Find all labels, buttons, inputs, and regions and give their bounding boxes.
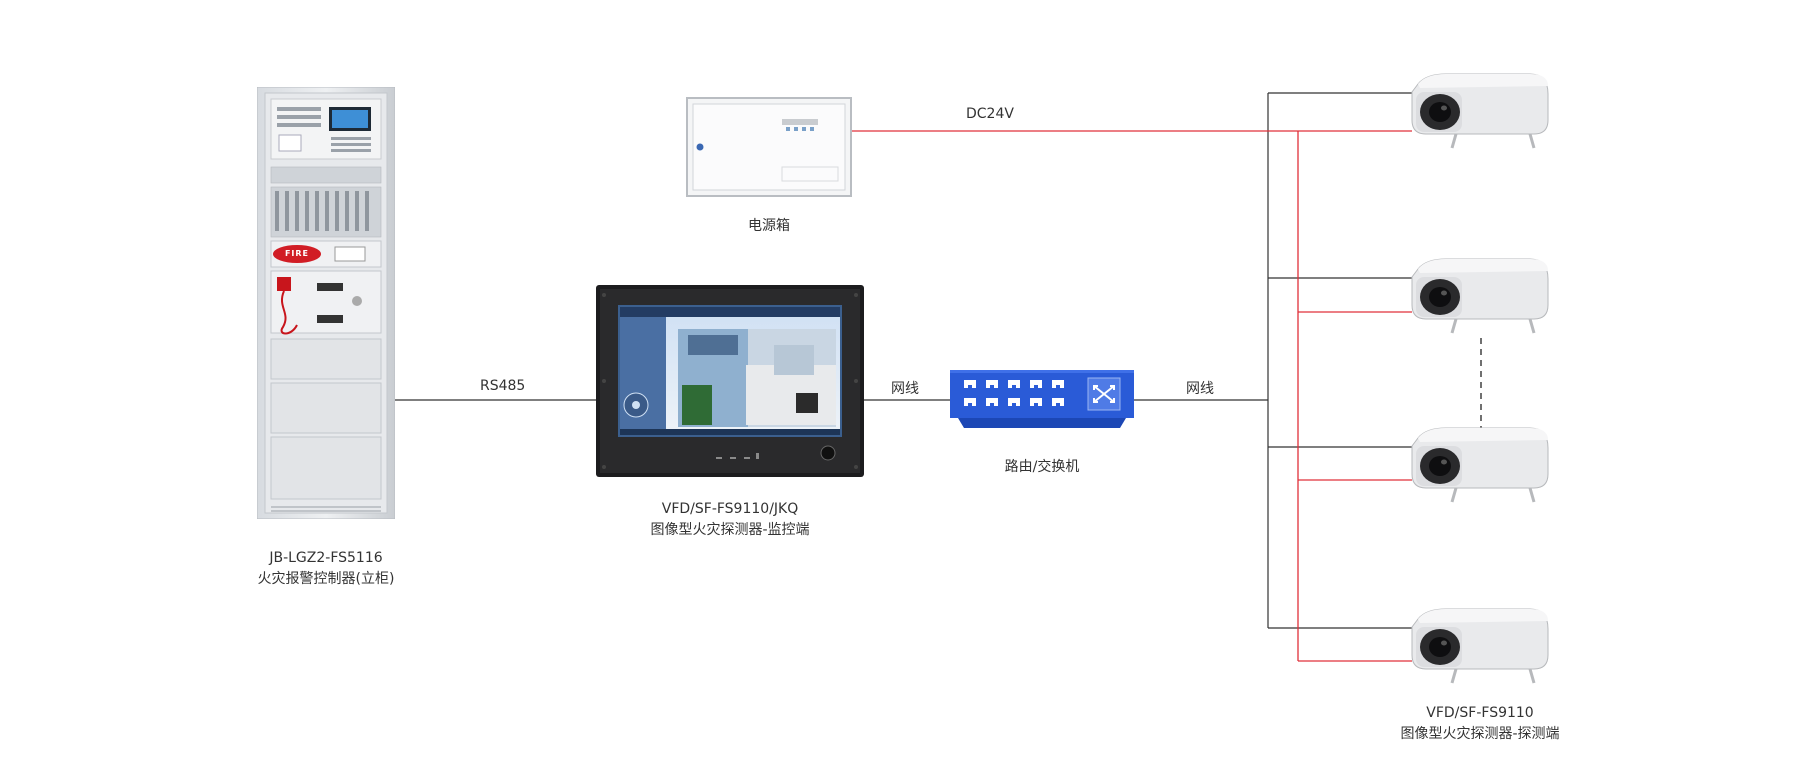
router-switch xyxy=(950,370,1134,428)
power-supply-box xyxy=(686,97,852,197)
monitor-terminal xyxy=(596,285,864,477)
switch-caption: 路由/交换机 xyxy=(1004,459,1080,475)
rs485-label: RS485 xyxy=(480,378,526,394)
power-box-caption: 电源箱 xyxy=(748,218,790,234)
lan-label-switch: 网线 xyxy=(1186,381,1214,397)
monitor-model: VFD/SF-FS9110/JKQ xyxy=(661,501,799,517)
detector-camera-4 xyxy=(1411,608,1549,684)
fire-alarm-controller-cabinet xyxy=(257,87,395,519)
detector-camera-1 xyxy=(1411,73,1549,149)
controller-name: 火灾报警控制器(立柜) xyxy=(257,571,395,587)
detector-camera-2 xyxy=(1411,258,1549,334)
lan-label-monitor: 网线 xyxy=(891,381,919,397)
monitor-name: 图像型火灾探测器-监控端 xyxy=(650,522,810,538)
detectors-model: VFD/SF-FS9110 xyxy=(1426,705,1534,721)
controller-caption: JB-LGZ2-FS5116 火灾报警控制器(立柜) xyxy=(226,548,426,590)
fire-sign-text: FIRE xyxy=(284,249,310,258)
controller-model: JB-LGZ2-FS5116 xyxy=(269,550,383,566)
detectors-caption: VFD/SF-FS9110 图像型火灾探测器-探测端 xyxy=(1370,703,1590,745)
dc24v-label: DC24V xyxy=(966,106,1014,122)
detectors-name: 图像型火灾探测器-探测端 xyxy=(1400,726,1560,742)
detector-camera-3 xyxy=(1411,427,1549,503)
monitor-caption: VFD/SF-FS9110/JKQ 图像型火灾探测器-监控端 xyxy=(620,499,840,541)
